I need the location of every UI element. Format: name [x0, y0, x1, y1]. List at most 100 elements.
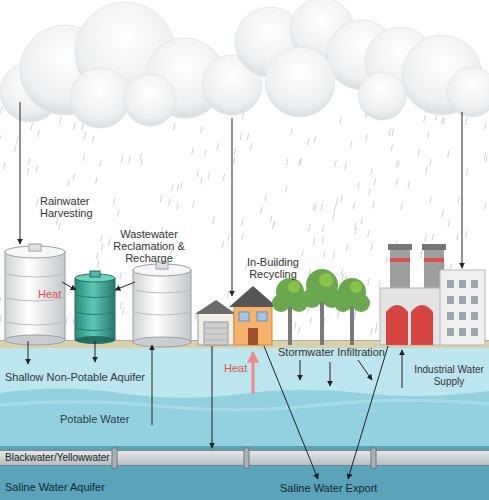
factory-part-part [459, 296, 466, 304]
heat-arrow-part [252, 352, 255, 394]
rain-drop [0, 297, 1, 304]
rain-drop [247, 133, 249, 140]
rain-drop [426, 167, 428, 174]
rain-drop [223, 174, 225, 181]
rain-drop [96, 177, 98, 184]
recycling-tank [133, 262, 191, 347]
rain-drop [222, 241, 224, 248]
rain-drop [485, 122, 487, 129]
rain-drop [355, 228, 357, 235]
rain-drop [421, 251, 423, 258]
rain-drop [353, 202, 355, 209]
factory-part [380, 288, 442, 345]
rain-drop [169, 199, 171, 206]
rain-drop [27, 168, 29, 175]
heat-label: Heat [224, 362, 264, 374]
rain-drop [73, 174, 75, 181]
factory-part-part [459, 312, 466, 320]
flow-arrows-part [462, 112, 463, 268]
rain-drop [234, 148, 236, 155]
rain-drop [242, 233, 244, 240]
trees-part-part [350, 281, 362, 293]
rain-drop [313, 203, 315, 210]
rain-drop [396, 178, 398, 185]
clouds-part [124, 74, 176, 126]
recycling-tank-part [133, 337, 191, 347]
flow-label: Stormwater Infiltration [278, 346, 408, 358]
rain-drop [265, 194, 267, 201]
house-part [234, 305, 272, 345]
reclamation-tank-part [75, 278, 115, 340]
rain-drop [160, 195, 162, 202]
house-part [198, 312, 234, 345]
rain-drop [300, 158, 302, 165]
rain-drop [177, 184, 179, 191]
rain-drop [341, 269, 343, 276]
factory-part-part [471, 296, 478, 304]
rain-drop [314, 136, 316, 143]
layer-label: Potable Water [60, 413, 129, 426]
rain-drop [334, 205, 336, 212]
pipe-joints-part [112, 448, 117, 468]
rain-drop [355, 223, 357, 230]
rain-drop [101, 244, 103, 251]
flow-arrows-part [402, 350, 403, 388]
flow-label: Saline Water Export [280, 482, 400, 494]
rain-drop [333, 213, 335, 220]
rain-drop [336, 199, 338, 206]
house-part [248, 328, 258, 345]
flow-arrows-part [95, 341, 96, 362]
rain-drop [369, 188, 371, 195]
rain-drop [17, 136, 19, 143]
factory-part-part [471, 328, 478, 336]
rain-drop [361, 218, 363, 225]
trees-part-part [334, 294, 352, 312]
factory-part [424, 258, 444, 262]
rainwater-tank-part [29, 244, 41, 251]
rain-drop [371, 243, 373, 250]
rain-drop [287, 158, 289, 165]
rain-drop [430, 159, 432, 166]
rain-drop [0, 315, 2, 322]
rain-drop [294, 323, 296, 330]
rain-drop [84, 132, 86, 139]
rain-drop [485, 202, 487, 209]
heat-label: Heat [38, 288, 78, 300]
rain-drop [298, 327, 300, 334]
rain-drop [333, 251, 335, 258]
rain-drop [227, 291, 229, 298]
recycling-tank-part [133, 270, 191, 342]
layer-label: Shallow Non-Potable Aquifer [5, 371, 145, 384]
rain-drop [177, 203, 179, 210]
trees-part [350, 305, 354, 345]
reclamation-tank-part [75, 295, 115, 331]
trees-part-part [272, 294, 290, 312]
rain-drop [217, 143, 219, 150]
rain-drop [208, 173, 210, 180]
rain-drop [28, 158, 30, 165]
pipe-joints-part [371, 448, 376, 468]
rain-drop [386, 257, 388, 264]
rain-drop [408, 181, 410, 188]
rain-drop [73, 318, 75, 325]
rain-drop [15, 145, 17, 152]
rain-drop [66, 317, 68, 324]
rain-drop [401, 203, 403, 210]
rain-drop [59, 223, 61, 230]
rain-drop [234, 157, 236, 164]
rain-drop [120, 302, 122, 309]
rain-drop [371, 328, 373, 335]
flow-arrows-part [152, 345, 153, 425]
rain-drop [0, 135, 1, 142]
trees-part [320, 300, 324, 345]
rain-drop [291, 128, 293, 135]
saline-aquifer-fill [0, 446, 489, 500]
flow-arrows-part [212, 346, 213, 448]
factory-part-part [447, 280, 454, 288]
rain-drop [228, 234, 230, 241]
rain-drop [398, 161, 400, 168]
clouds-part [265, 47, 335, 117]
rain-drop [308, 138, 310, 145]
rain-drop [192, 148, 194, 155]
